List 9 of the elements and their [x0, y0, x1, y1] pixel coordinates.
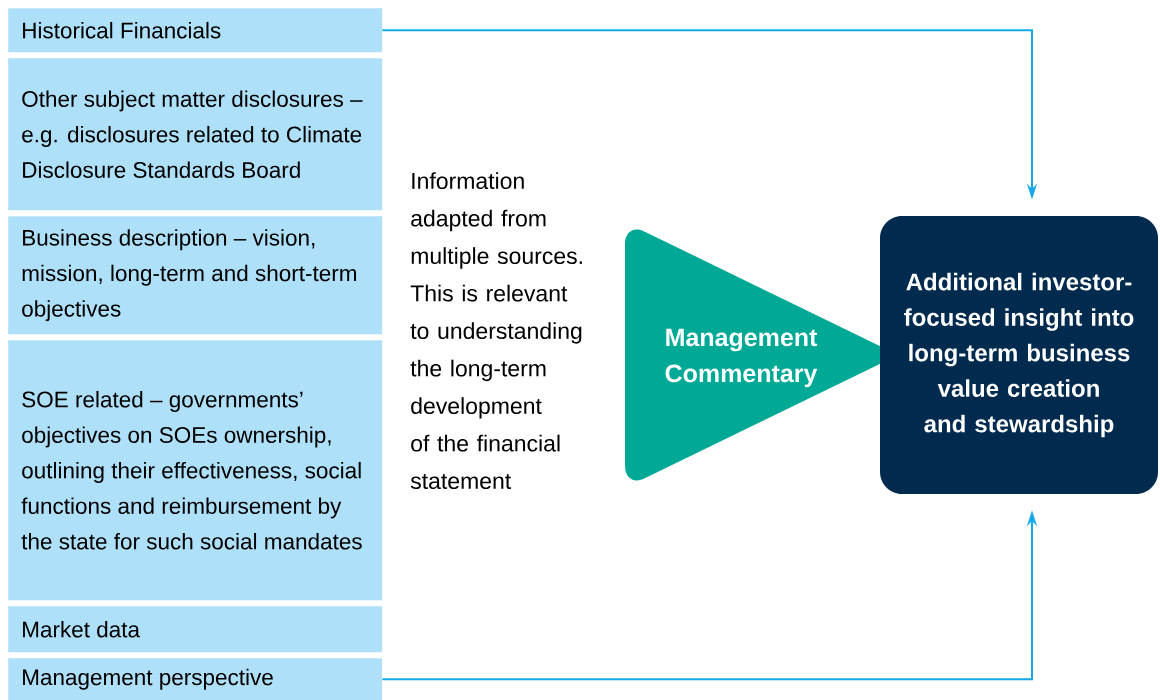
source-box: Business description – vision, mission, long-term and short-term objectives — [8, 216, 383, 335]
source-box: Market data — [8, 606, 383, 653]
source-box: Other subject matter disclosures – e.g. disclosures related to Climate Disclosure Standards Board — [8, 58, 383, 211]
source-box: Historical Financials — [8, 8, 383, 53]
insight-box: Additional investor-focused insight into long-term business value creation and stewardship — [880, 216, 1158, 494]
source-box: Management perspective — [8, 658, 383, 700]
note-text: Information adapted from multiple sources. This is relevant to understanding the long-term development of the financial statement — [410, 172, 582, 490]
commentary-triangle: Management Commentary — [625, 229, 887, 481]
source-box: SOE related – governments’ objectives on SOEs ownership, outlining their effectiveness, social functions and reimbursement by the state for such social mandates — [8, 340, 383, 601]
